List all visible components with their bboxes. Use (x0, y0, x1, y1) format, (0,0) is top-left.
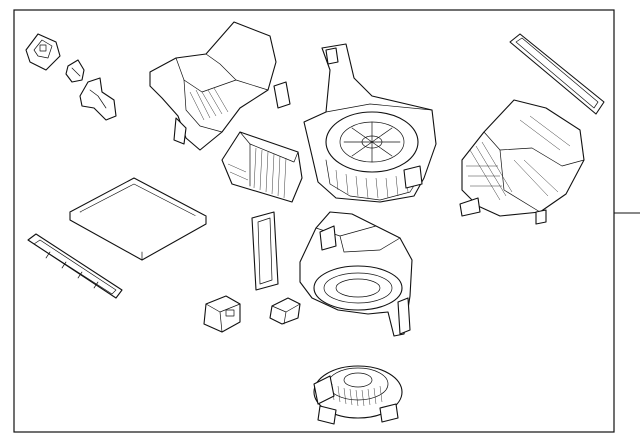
small-clip[interactable] (65, 59, 85, 83)
blower-lower-case[interactable] (299, 211, 413, 337)
cabin-air-filter[interactable] (69, 177, 207, 261)
resistor-module[interactable] (203, 295, 241, 333)
mesh-filter-element[interactable] (221, 131, 303, 203)
upper-duct[interactable] (149, 21, 291, 151)
evaporator-seal-gasket[interactable] (509, 33, 605, 115)
actuator-arm[interactable] (79, 77, 117, 121)
blower-motor-fan[interactable] (313, 365, 403, 425)
rectangular-seal[interactable] (251, 211, 279, 291)
heater-core-housing[interactable] (459, 99, 585, 225)
filter-cartridge-frame[interactable] (27, 233, 123, 299)
connector-clip[interactable] (269, 297, 301, 325)
blower-upper-case[interactable] (303, 43, 437, 203)
switch-bracket[interactable] (25, 33, 61, 71)
diagram-border (13, 9, 615, 433)
